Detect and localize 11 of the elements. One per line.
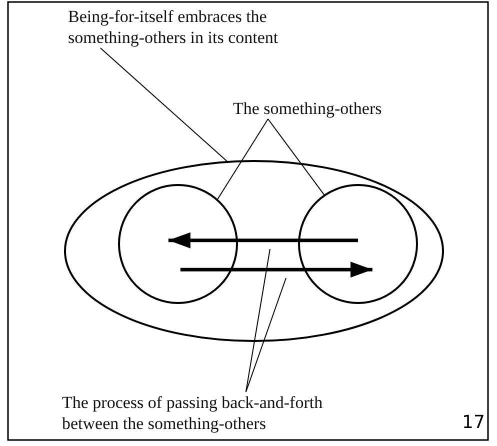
arrow xyxy=(180,262,372,278)
arrow xyxy=(168,232,358,248)
annotation-text: The something-others xyxy=(233,98,433,119)
leader-line xyxy=(100,48,228,162)
leader-line xyxy=(245,278,286,392)
annotation-text: Being-for-itself embraces the something-others in its content xyxy=(68,6,338,48)
leader-line xyxy=(245,248,270,392)
annotation-text: The process of passing back-and-forth between the something-others xyxy=(62,392,362,434)
leader-line xyxy=(216,118,268,200)
leader-line xyxy=(268,118,325,196)
page-number: 17 xyxy=(462,412,485,433)
